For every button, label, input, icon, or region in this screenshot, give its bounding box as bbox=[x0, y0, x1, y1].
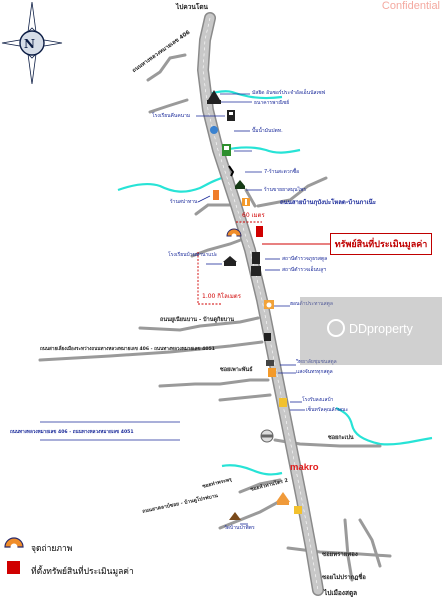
ddproperty-brand: DDproperty bbox=[349, 322, 413, 336]
market-icon bbox=[294, 506, 302, 514]
road-label-soi-right-3: ซอยกะเปน bbox=[328, 435, 354, 441]
road-label-soi-right-1: ซอยทรายทอง bbox=[322, 551, 358, 558]
landmark-market-bottom: วัดบ้านป่าพิตร bbox=[224, 525, 255, 531]
landmark-nissan: เซ็นทรัลคุณลักษณะ bbox=[306, 407, 349, 413]
photo-point-icon bbox=[226, 228, 242, 239]
distance-60m: 60 เมตร bbox=[242, 212, 265, 219]
landmark-gas: ปั๊มน้ำมันปตท. bbox=[252, 128, 283, 134]
legend-photo-label: จุดถ่ายภาพ bbox=[31, 544, 73, 554]
temple-icon bbox=[266, 360, 274, 366]
makro-label: makro bbox=[290, 462, 319, 473]
hospital-icon bbox=[242, 198, 250, 206]
legend-property-label: ที่ตั้งทรัพย์สินที่ประเมินมูลค่า bbox=[31, 567, 134, 577]
tall-building-icon bbox=[213, 190, 219, 200]
temple2-icon bbox=[276, 492, 290, 505]
bank-icon bbox=[227, 110, 235, 121]
landmark-seven: 7-ร้านสะดวกซื้อ bbox=[264, 169, 300, 175]
landmark-school-mid: โรงเรียนบ้านทานาแปะ bbox=[168, 252, 218, 258]
ministore-icon bbox=[268, 368, 276, 377]
road-label-soi-right-2: ซอยไม่ปรากฏชื่อ bbox=[322, 574, 366, 581]
seven-icon bbox=[228, 165, 235, 177]
legend-property-icon bbox=[7, 561, 20, 574]
landmark-police-box: สถานีตำรวจเอ็นบลูฯ bbox=[282, 267, 326, 273]
river-2 bbox=[223, 146, 301, 154]
vet-icon bbox=[264, 333, 271, 341]
gas-icon bbox=[210, 125, 218, 134]
road-label-left-long: ถนนสายเลี่ยงเมืองระหว่างถนนทางหลวงหมายเล… bbox=[40, 347, 215, 352]
confidential-watermark: Confidential bbox=[381, 0, 440, 12]
property-callout: ทรัพย์สินที่ประเมินมูลค่า bbox=[330, 233, 432, 255]
landmark-temple: แสงจันทรทุกสตูล bbox=[296, 369, 333, 375]
river-3 bbox=[117, 174, 229, 193]
landmark-mosque: มัสยิด อันซอร์ประจำอัลเอ็นนัสเซฟ bbox=[252, 90, 326, 96]
mosque-icon bbox=[207, 90, 221, 104]
landmark-police: สถานีตำรวจภูธรสตูล bbox=[282, 256, 328, 262]
bottom-temple-icon bbox=[229, 512, 241, 520]
landmark-hospital: ร้านสปาทาน bbox=[170, 199, 198, 205]
honda-icon bbox=[264, 300, 274, 309]
road-label-mid: ถนนยูเนียนบาน - บ้านดูกิยบาน bbox=[160, 317, 234, 323]
landmark-bank: ธนาคารพาณิชย์ bbox=[254, 100, 290, 106]
pharmacy-icon bbox=[235, 180, 245, 189]
landmark-pharmacy: ร้านขายยาสมุนไพร bbox=[264, 187, 307, 193]
yellow-shop-icon bbox=[279, 398, 287, 407]
landmark-shop-mid: ฮอนด้าประทานสตูล bbox=[290, 301, 333, 307]
distance-1km: 1.00 กิโลเมตร bbox=[202, 293, 241, 300]
road-label-side: ถนนสายบ้านกุบังปะโหลด-บ้านกาเน๊ะ bbox=[280, 199, 376, 206]
shop-green-icon bbox=[222, 144, 231, 156]
compass-icon bbox=[1, 1, 63, 85]
school-icon bbox=[223, 256, 237, 266]
ddproperty-logo-icon bbox=[327, 319, 345, 337]
landmark-vet: วิทยาลัยชุมชนสตูล bbox=[296, 359, 337, 365]
landmark-school-left: โรงเรียนคีนคนาม bbox=[152, 113, 191, 119]
road-label-bottom: ไปเมืองสตูล bbox=[324, 589, 358, 597]
compass-north-label: N bbox=[24, 37, 35, 51]
river-4 bbox=[335, 406, 433, 446]
ddproperty-watermark bbox=[300, 297, 442, 365]
road-label-lower-left: ถนนทางหลวงหมายเลข 406 - ถนนทางหลวงหมายเล… bbox=[10, 430, 134, 435]
nissan-icon bbox=[260, 429, 274, 443]
legend-photo-icon bbox=[4, 537, 24, 551]
road-label-soi-left-mid: ซอยเพาะพันธ์ bbox=[220, 367, 253, 373]
river-5 bbox=[221, 464, 283, 476]
landmark-bank2: โรงรับลงแลบ้า bbox=[302, 397, 334, 403]
road-label-top: ไปควนโดน bbox=[176, 3, 208, 11]
property-marker bbox=[256, 226, 263, 237]
police-icon bbox=[251, 252, 261, 276]
